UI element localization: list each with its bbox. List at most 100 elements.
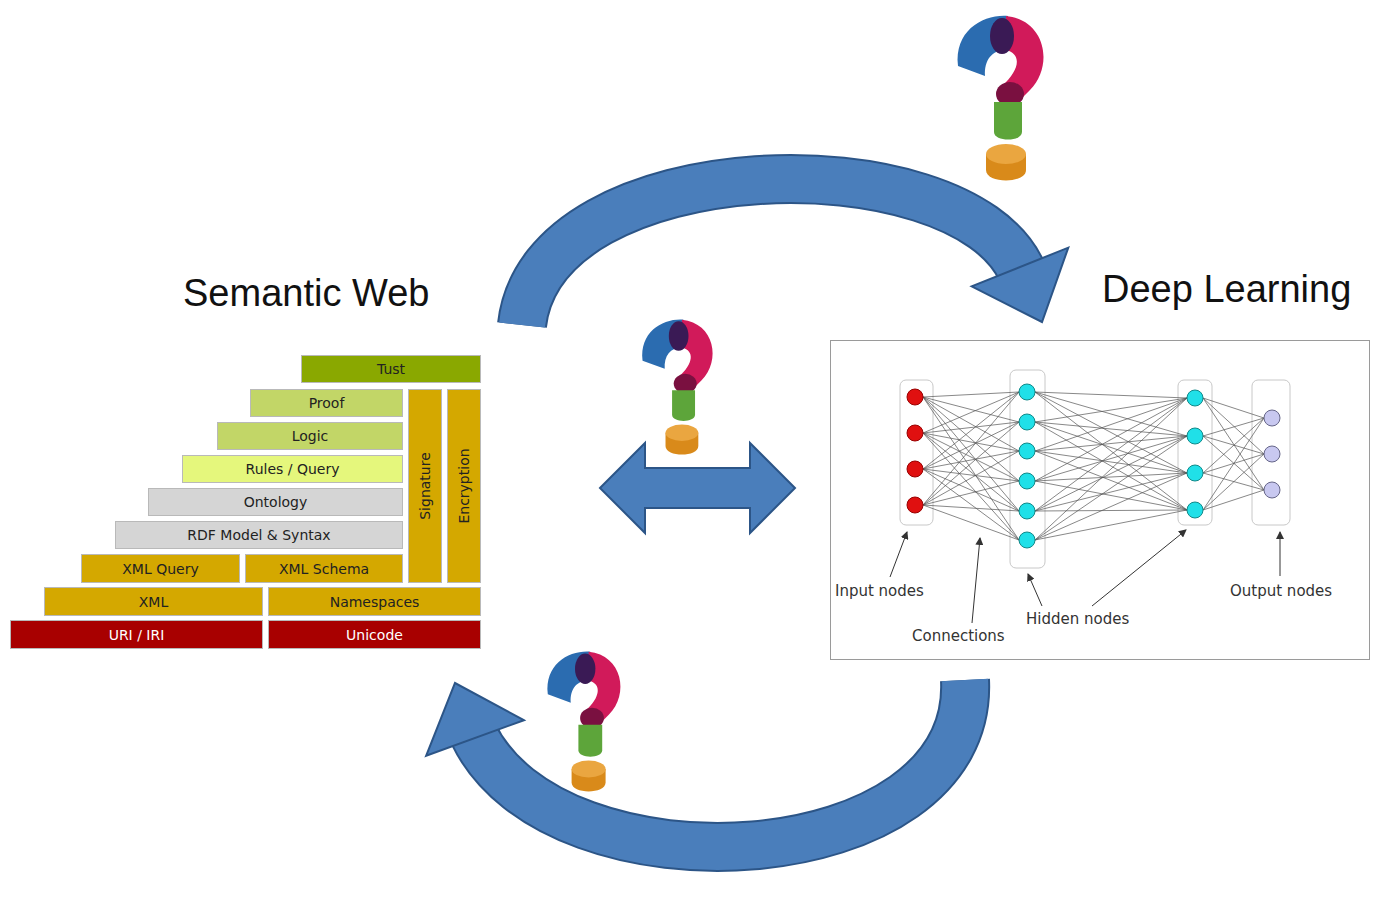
nn-connection [923,392,1019,469]
nn-node [1019,473,1035,489]
layer-label: Namespaces [330,594,420,610]
nn-connection [1035,451,1187,510]
nn-connection [1203,418,1264,436]
nn-node [1264,446,1280,462]
nn-connection [1203,418,1264,510]
arrow-shaft-outline [474,680,966,847]
layer-label: Proof [309,395,345,411]
nn-connection [1035,436,1187,481]
nn-connection [1035,398,1187,540]
nn-node [907,425,923,441]
section-heading: Semantic Web [183,272,429,315]
section-heading: Deep Learning [1102,268,1351,311]
annotation-label: Hidden nodes [1026,610,1129,628]
annotation-label: Input nodes [835,582,924,600]
nn-connection [1035,392,1187,510]
nn-node [1019,384,1035,400]
arrow-head [972,248,1069,322]
nn-connection [923,422,1019,469]
nn-connection [1035,473,1187,481]
layer-label: Logic [292,428,329,444]
layer-label: URI / IRI [109,627,165,643]
nn-connection [1203,398,1264,490]
arrow-shaft [474,680,966,847]
nn-connection [1035,473,1187,511]
nn-connection [923,451,1019,469]
nn-connection [1035,436,1187,511]
nn-connection [923,422,1019,505]
stack-layer: XML Schema [245,554,403,583]
layer-label: Unicode [346,627,403,643]
nn-node [907,497,923,513]
nn-connection [1035,436,1187,451]
nn-connection [1203,398,1264,418]
arrow-shaft [522,179,1021,325]
nn-node [907,461,923,477]
stack-layer: Tust [301,355,481,383]
nn-connection [1035,422,1187,436]
nn-connection [1035,422,1187,510]
nn-node [1019,532,1035,548]
nn-node [1264,410,1280,426]
nn-node [1264,482,1280,498]
nn-node [1187,465,1203,481]
block-arrow [426,680,965,847]
layer-label: Rules / Query [246,461,340,477]
vertical-label: Encryption [456,448,472,523]
nn-connection [1035,510,1187,540]
layer-label: XML Query [122,561,198,577]
arrow-shaft-outline [522,179,1021,325]
nn-connection [1035,436,1187,540]
stack-layer: Ontology [148,488,403,516]
stack-layer: URI / IRI [10,620,263,649]
nn-connection [923,505,1019,540]
nn-node [1019,503,1035,519]
nn-connection [1035,392,1187,398]
nn-connection [1203,490,1264,510]
nn-connection [1203,454,1264,510]
nn-connection [923,392,1019,397]
layer-label: Ontology [244,494,308,510]
nn-connection [923,392,1019,433]
nn-connection [1035,473,1187,540]
nn-connection [1203,473,1264,490]
nn-connection [1035,398,1187,422]
stack-layer: Rules / Query [182,455,403,483]
nn-node [1019,414,1035,430]
nn-connection [923,397,1019,540]
nn-connection [1203,418,1264,473]
nn-connection [1035,398,1187,511]
stack-layer: Unicode [268,620,481,649]
annotation-label: Output nodes [1230,582,1332,600]
nn-connection [923,392,1019,505]
double-arrow [600,443,795,533]
nn-connection [1203,436,1264,454]
nn-connection [1035,510,1187,511]
nn-node [1019,443,1035,459]
block-arrow [522,179,1068,325]
stack-layer: Encryption [447,389,481,583]
layer-label: Tust [377,361,405,377]
annotation-label: Connections [912,627,1005,645]
arrow-head [426,683,524,756]
nn-connection [923,397,1019,451]
nn-connection [923,397,1019,511]
layer-label: XML Schema [279,561,369,577]
nn-node [1187,390,1203,406]
stack-layer: Proof [250,389,403,417]
nn-connection [923,422,1019,433]
stack-layer: XML Query [81,554,240,583]
nn-node [907,389,923,405]
nn-node [1187,428,1203,444]
nn-connection [923,451,1019,505]
layer-label: XML [139,594,168,610]
vertical-label: Signature [417,452,433,520]
layer-label: RDF Model & Syntax [187,527,330,543]
nn-connection [923,433,1019,511]
nn-connection [923,481,1019,505]
stack-layer: RDF Model & Syntax [115,521,403,549]
nn-connection [1035,392,1187,473]
stack-layer: XML [44,587,263,616]
stack-layer: Logic [217,422,403,450]
stack-group: Semantic WebTustProofLogicRules / QueryO… [10,270,482,650]
